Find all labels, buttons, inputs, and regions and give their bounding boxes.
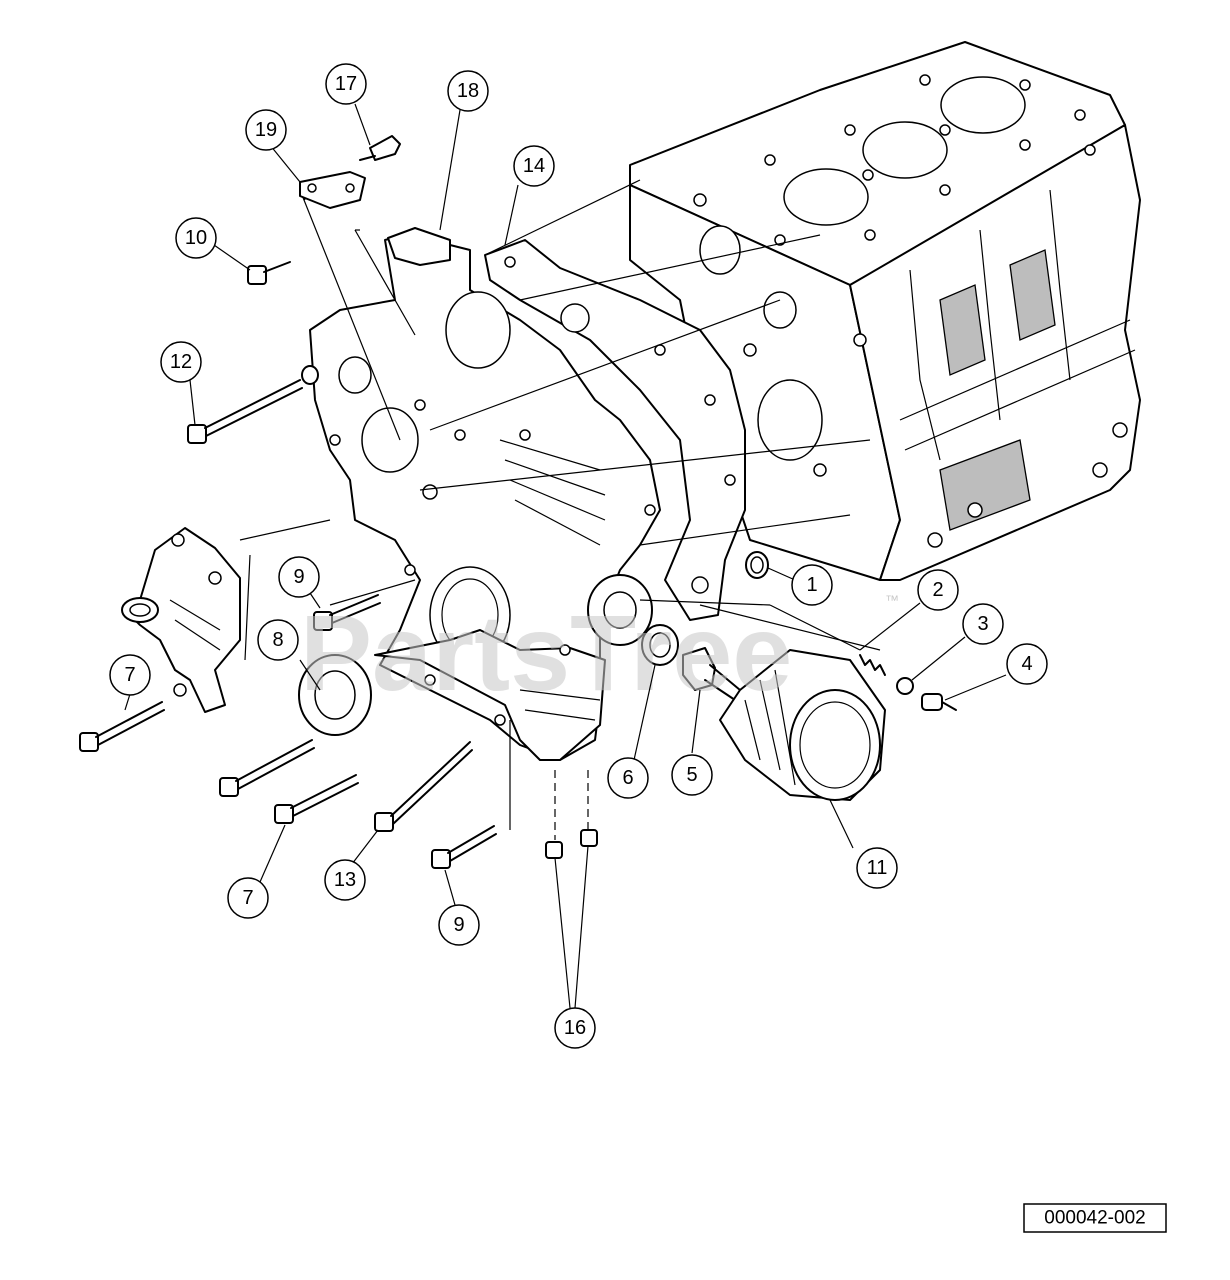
watermark-trademark: ™ [885, 592, 899, 608]
callout-9-lower: 9 [438, 904, 480, 946]
svg-text:1: 1 [806, 574, 817, 596]
svg-text:12: 12 [170, 351, 192, 373]
callout-3: 3 [962, 603, 1004, 645]
callout-11: 11 [856, 847, 898, 889]
svg-text:2: 2 [932, 579, 943, 601]
callout-4: 4 [1006, 643, 1048, 685]
water-pump [121, 527, 241, 713]
svg-text:13: 13 [334, 869, 356, 891]
svg-text:19: 19 [255, 119, 277, 141]
leader-lines [239, 179, 881, 840]
reference-number: 000042-002 [1023, 1203, 1167, 1233]
callout-12: 12 [160, 341, 202, 383]
svg-text:16: 16 [564, 1017, 586, 1039]
front-gasket [484, 239, 746, 621]
callout-10: 10 [175, 217, 217, 259]
oil-filter [719, 649, 886, 801]
callout-9-upper: 9 [278, 556, 320, 598]
svg-text:3: 3 [977, 613, 988, 635]
callout-19: 19 [245, 109, 287, 151]
callout-16: 16 [554, 1007, 596, 1049]
svg-text:14: 14 [523, 155, 545, 177]
svg-text:8: 8 [272, 629, 283, 651]
engine-block [629, 41, 1141, 581]
callouts: 1 2 3 4 5 6 7 7 8 9 9 10 11 12 13 14 16 … [109, 63, 1048, 1049]
svg-text:18: 18 [457, 80, 479, 102]
svg-text:7: 7 [124, 664, 135, 686]
callout-13: 13 [324, 859, 366, 901]
callout-14: 14 [513, 145, 555, 187]
svg-text:9: 9 [453, 914, 464, 936]
svg-text:10: 10 [185, 227, 207, 249]
svg-text:6: 6 [622, 767, 633, 789]
callout-7-bottom: 7 [227, 877, 269, 919]
reference-number-text: 000042-002 [1044, 1208, 1145, 1229]
callout-6: 6 [607, 757, 649, 799]
svg-text:5: 5 [686, 764, 697, 786]
callout-17: 17 [325, 63, 367, 105]
svg-text:7: 7 [242, 887, 253, 909]
callout-7-left: 7 [109, 654, 151, 696]
watermark-text: PartsTree [300, 592, 792, 713]
callout-1: 1 [791, 564, 833, 606]
callout-2: 2 [917, 569, 959, 611]
svg-text:9: 9 [293, 566, 304, 588]
svg-text:11: 11 [867, 857, 888, 879]
svg-text:17: 17 [335, 73, 357, 95]
gear-case [309, 227, 661, 761]
svg-text:4: 4 [1021, 653, 1032, 675]
watermark: PartsTree ™ [300, 592, 899, 713]
callout-8: 8 [257, 619, 299, 661]
callout-leaders [124, 103, 1007, 1009]
callout-18: 18 [447, 70, 489, 112]
small-parts [79, 135, 957, 869]
callout-5: 5 [671, 754, 713, 796]
